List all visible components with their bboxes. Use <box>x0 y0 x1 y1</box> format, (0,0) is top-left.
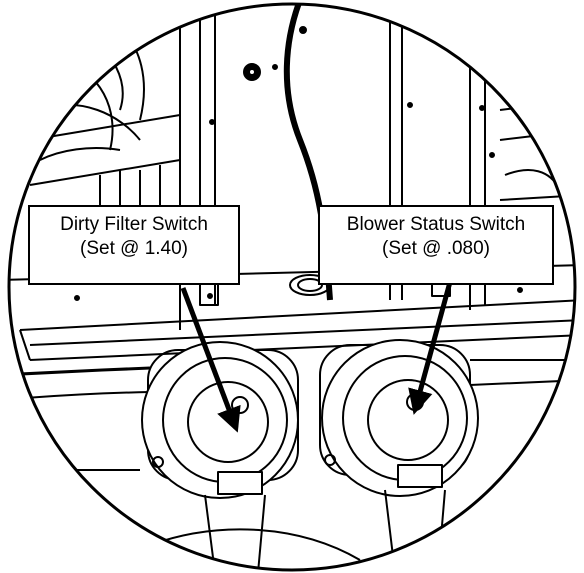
blower-status-arrow <box>408 281 453 415</box>
dirty-filter-setting: (Set @ 1.40) <box>80 238 188 259</box>
blower-status-switch-body <box>319 339 479 570</box>
dirty-filter-switch-body <box>141 341 299 570</box>
blower-status-callout: Blower Status Switch (Set @ .080) <box>318 205 554 285</box>
dirty-filter-arrow <box>180 287 241 433</box>
blower-status-setting: (Set @ .080) <box>382 238 490 259</box>
dirty-filter-title: Dirty Filter Switch <box>60 214 208 235</box>
blower-status-title: Blower Status Switch <box>346 214 526 235</box>
detail-circle-frame <box>7 2 577 572</box>
dirty-filter-callout: Dirty Filter Switch (Set @ 1.40) <box>28 205 240 285</box>
